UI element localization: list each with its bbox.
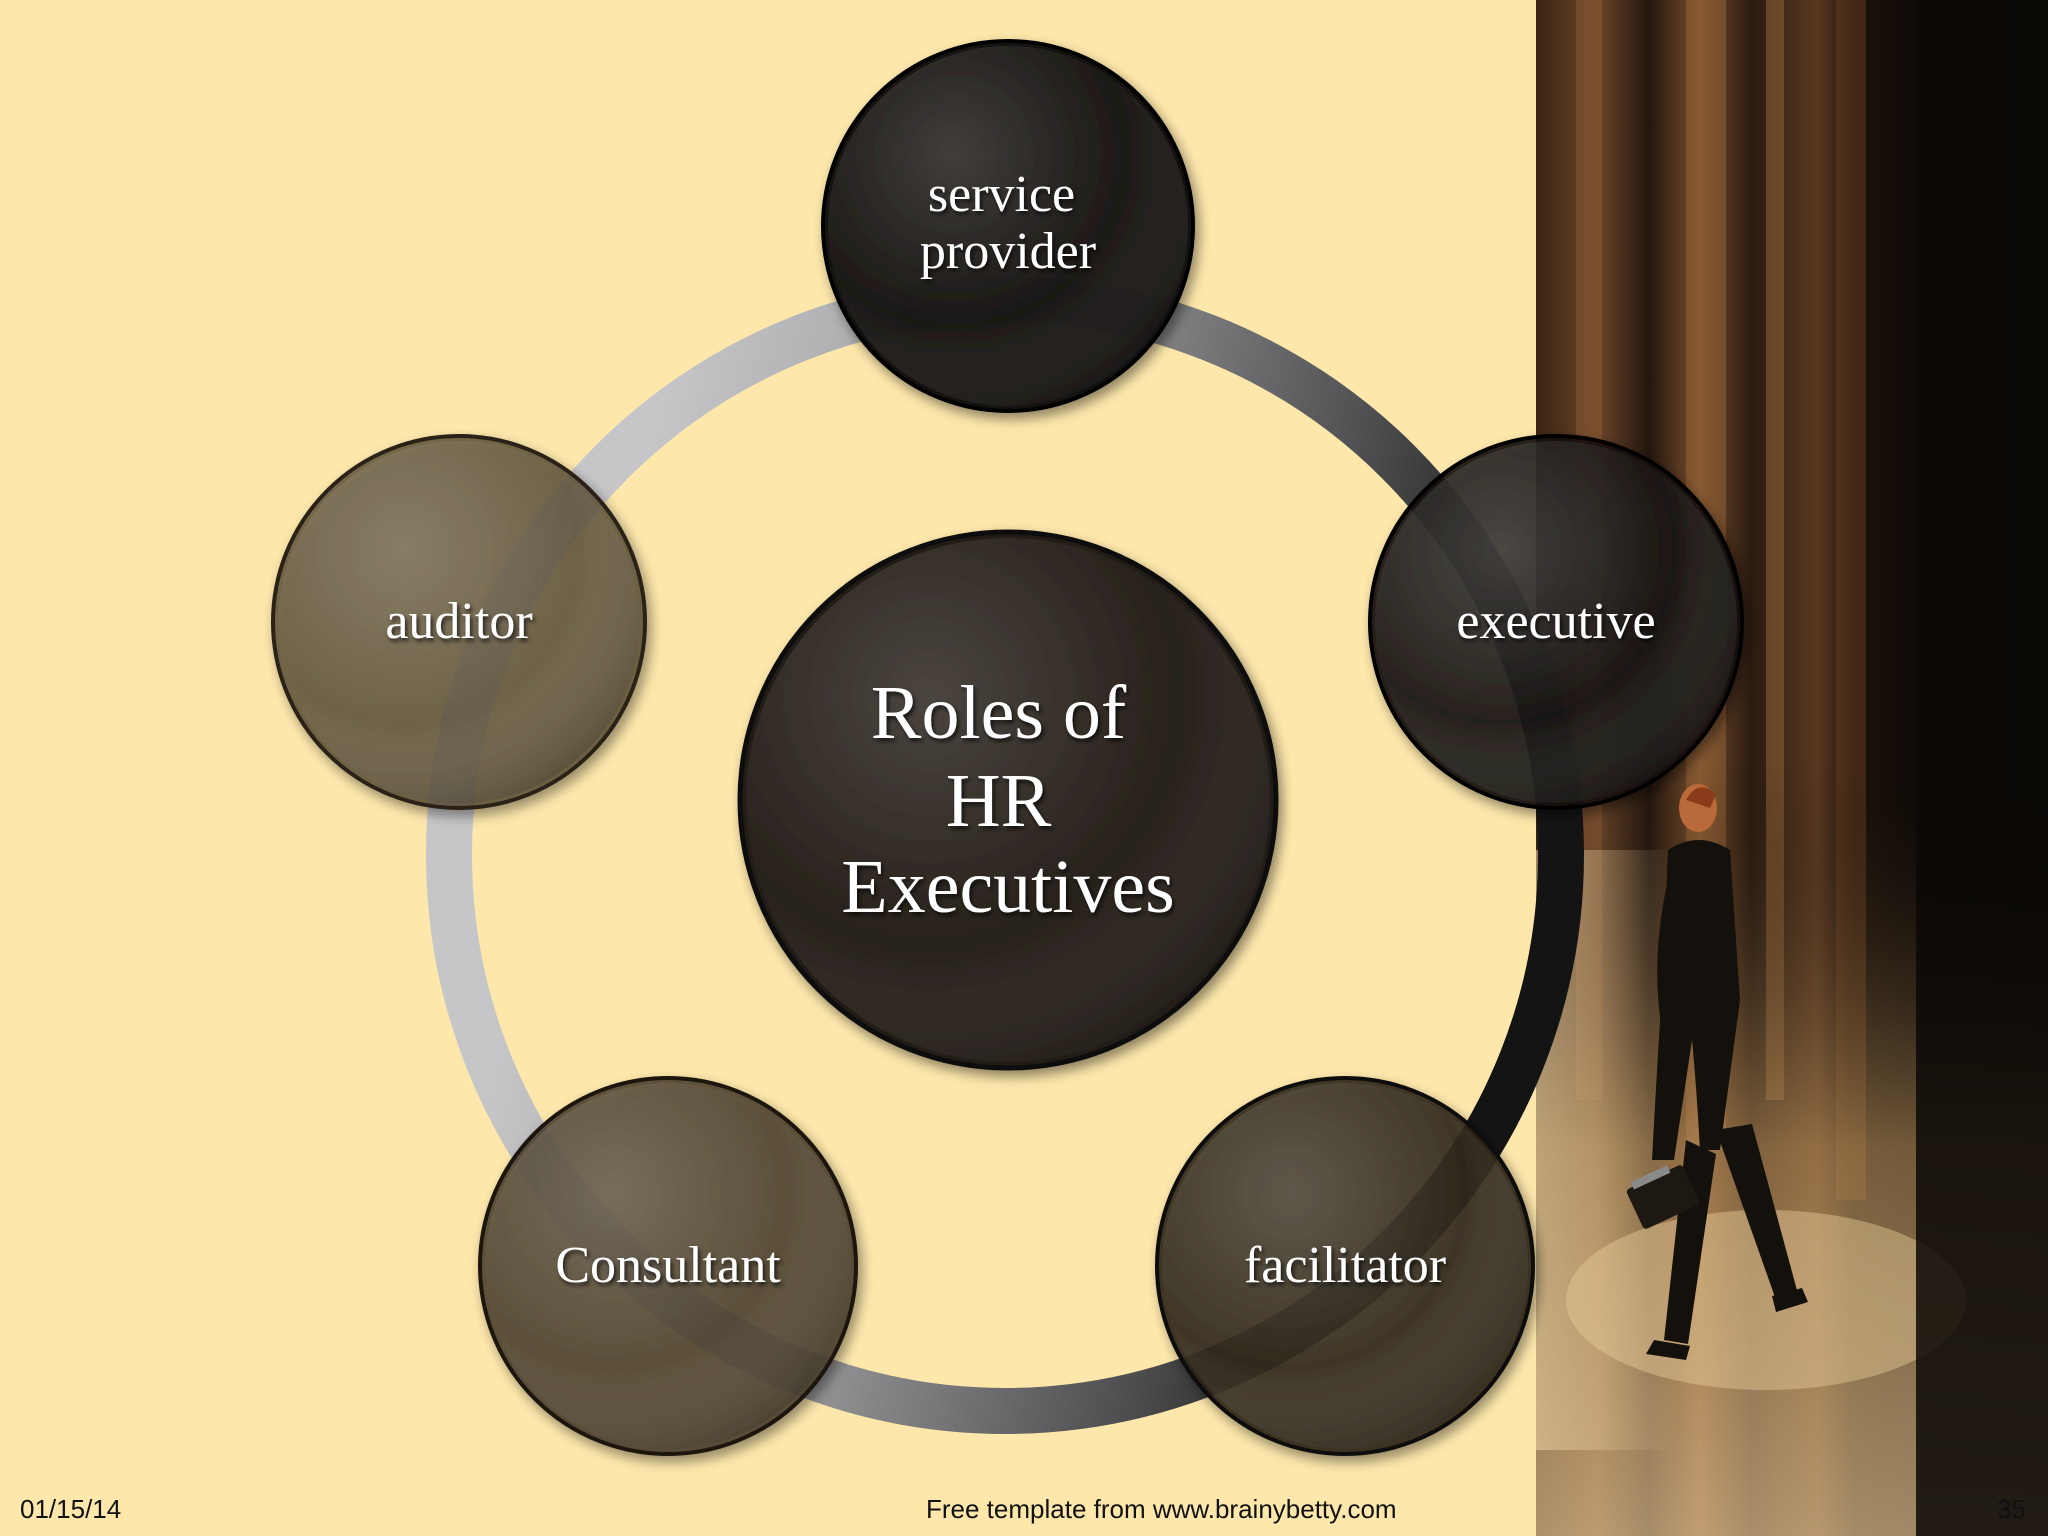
center-node-roles-of-hr-executives: Roles of HR Executives <box>737 529 1279 1071</box>
footer-page-number: 35 <box>1997 1494 2026 1524</box>
node-service-provider-line-2: provider <box>920 223 1096 280</box>
center-label-line-3: Executives <box>841 845 1174 929</box>
svg-text:auditor: auditor <box>385 593 532 650</box>
node-executive: executive <box>1368 434 1744 810</box>
node-service-provider: service provider <box>821 39 1195 413</box>
node-facilitator-label: facilitator <box>1244 1237 1446 1294</box>
svg-text:service provider: service provider <box>920 166 1096 280</box>
node-consultant: Consultant <box>478 1076 858 1456</box>
node-executive-label: executive <box>1456 593 1655 650</box>
walking-man-figure <box>1626 784 1808 1360</box>
center-label-line-2: HR <box>946 759 1052 843</box>
footer-date: 01/15/14 <box>20 1494 122 1524</box>
svg-text:Roles of HR Ex: Roles of HR Executives <box>841 671 1174 929</box>
businessman-walking-photo <box>1536 0 2048 1536</box>
node-facilitator: facilitator <box>1155 1076 1535 1456</box>
node-consultant-label: Consultant <box>555 1237 781 1294</box>
center-label-line-1: Roles of <box>871 671 1127 755</box>
svg-text:Consultant: Consultant <box>555 1237 781 1294</box>
node-auditor: auditor <box>271 434 647 810</box>
node-auditor-label: auditor <box>385 593 532 650</box>
svg-text:facilitator: facilitator <box>1244 1237 1446 1294</box>
svg-text:executive: executive <box>1456 593 1655 650</box>
node-service-provider-line-1: service <box>928 166 1075 223</box>
footer-template-credit: Free template from www.brainybetty.com <box>926 1494 1397 1524</box>
